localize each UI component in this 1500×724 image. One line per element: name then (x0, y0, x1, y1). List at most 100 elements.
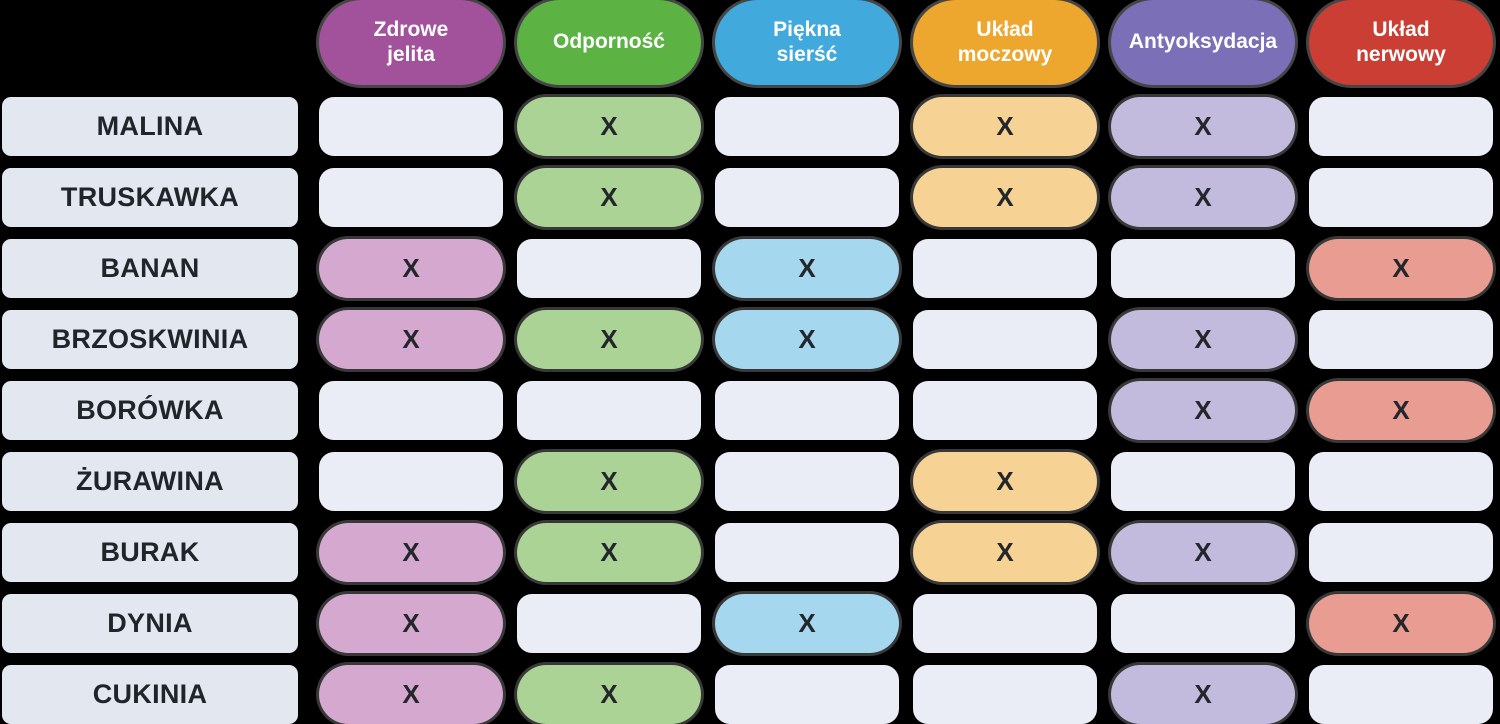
x-mark: X (1392, 608, 1410, 638)
row-label: CUKINIA (2, 665, 298, 724)
column-header-label: Układ nerwowy (1356, 18, 1446, 66)
row-label-text: DYNIA (107, 608, 193, 638)
x-mark: X (798, 253, 816, 283)
row-label-text: ŻURAWINA (76, 466, 224, 496)
x-mark: X (1194, 111, 1212, 141)
matrix-cell-empty (715, 452, 899, 511)
matrix-cell-marked: X (913, 452, 1097, 511)
matrix-cell-marked: X (517, 97, 701, 156)
matrix-cell-empty (1309, 665, 1493, 724)
x-mark: X (600, 182, 618, 212)
matrix-cell-marked: X (319, 523, 503, 582)
column-header-zdrowe-jelita: Zdrowe jelita (319, 0, 503, 85)
row-label: BANAN (2, 239, 298, 298)
column-header-label: Układ moczowy (957, 18, 1053, 66)
matrix-cell-marked: X (319, 594, 503, 653)
matrix-cell-empty (1309, 310, 1493, 369)
row-label: BORÓWKA (2, 381, 298, 440)
matrix-cell-empty (1111, 594, 1295, 653)
x-mark: X (600, 679, 618, 709)
row-label-text: BRZOSKWINIA (51, 324, 249, 354)
matrix-cell-empty (517, 239, 701, 298)
column-header-piekna-siersc: Piękna sierść (715, 0, 899, 85)
matrix-cell-empty (913, 381, 1097, 440)
x-mark: X (600, 466, 618, 496)
column-header-label: Odporność (552, 30, 665, 54)
column-header-odpornosc: Odporność (517, 0, 701, 85)
matrix-cell-empty (517, 594, 701, 653)
x-mark: X (996, 466, 1014, 496)
matrix-cell-marked: X (517, 665, 701, 724)
matrix-cell-marked: X (913, 168, 1097, 227)
matrix-cell-marked: X (319, 665, 503, 724)
matrix-cell-empty (913, 665, 1097, 724)
row-label: MALINA (2, 97, 298, 156)
matrix-cell-marked: X (1111, 310, 1295, 369)
matrix-cell-empty (913, 310, 1097, 369)
matrix-cell-marked: X (1111, 665, 1295, 724)
x-mark: X (1392, 253, 1410, 283)
matrix-cell-marked: X (1309, 239, 1493, 298)
x-mark: X (600, 537, 618, 567)
matrix-cell-marked: X (319, 310, 503, 369)
x-mark: X (1194, 182, 1212, 212)
matrix-cell-empty (517, 381, 701, 440)
matrix-cell-marked: X (913, 97, 1097, 156)
x-mark: X (402, 608, 420, 638)
matrix-cell-empty (715, 523, 899, 582)
x-mark: X (1194, 324, 1212, 354)
matrix-cell-empty (1309, 168, 1493, 227)
column-header-antyoksydacja: Antyoksydacja (1111, 0, 1295, 85)
x-mark: X (600, 324, 618, 354)
matrix-cell-empty (1309, 452, 1493, 511)
x-mark: X (798, 324, 816, 354)
row-label-text: MALINA (96, 111, 204, 141)
matrix-cell-marked: X (1111, 381, 1295, 440)
matrix-cell-empty (319, 381, 503, 440)
matrix-cell-marked: X (1309, 381, 1493, 440)
x-mark: X (798, 608, 816, 638)
matrix-cell-empty (319, 452, 503, 511)
x-mark: X (1392, 395, 1410, 425)
matrix-cell-empty (1111, 452, 1295, 511)
x-mark: X (1194, 679, 1212, 709)
matrix-cell-marked: X (715, 310, 899, 369)
x-mark: X (996, 111, 1014, 141)
x-mark: X (996, 182, 1014, 212)
column-header-label: Piękna sierść (773, 18, 841, 66)
corner-spacer (0, 0, 312, 85)
x-mark: X (1194, 395, 1212, 425)
matrix-cell-marked: X (1111, 97, 1295, 156)
x-mark: X (996, 537, 1014, 567)
matrix-cell-empty (1309, 97, 1493, 156)
row-label: BRZOSKWINIA (2, 310, 298, 369)
row-label: DYNIA (2, 594, 298, 653)
x-mark: X (402, 253, 420, 283)
matrix-cell-marked: X (517, 168, 701, 227)
matrix-cell-empty (715, 381, 899, 440)
column-header-uklad-nerwowy: Układ nerwowy (1309, 0, 1493, 85)
row-label-text: BANAN (100, 253, 200, 283)
row-label: BURAK (2, 523, 298, 582)
column-header-label: Zdrowe jelita (373, 18, 449, 66)
row-label-text: BORÓWKA (76, 395, 224, 425)
matrix-cell-marked: X (715, 594, 899, 653)
row-label: ŻURAWINA (2, 452, 298, 511)
x-mark: X (402, 679, 420, 709)
row-label-text: TRUSKAWKA (60, 182, 240, 212)
matrix-cell-empty (715, 665, 899, 724)
row-label-text: CUKINIA (92, 679, 208, 709)
matrix-cell-marked: X (1111, 523, 1295, 582)
column-header-label: Antyoksydacja (1128, 30, 1278, 54)
matrix-cell-empty (913, 239, 1097, 298)
row-label: TRUSKAWKA (2, 168, 298, 227)
matrix-cell-marked: X (715, 239, 899, 298)
matrix-cell-marked: X (1111, 168, 1295, 227)
matrix-cell-marked: X (319, 239, 503, 298)
x-mark: X (1194, 537, 1212, 567)
matrix-cell-marked: X (517, 523, 701, 582)
matrix-cell-empty (319, 168, 503, 227)
matrix-cell-empty (1309, 523, 1493, 582)
matrix-cell-empty (913, 594, 1097, 653)
